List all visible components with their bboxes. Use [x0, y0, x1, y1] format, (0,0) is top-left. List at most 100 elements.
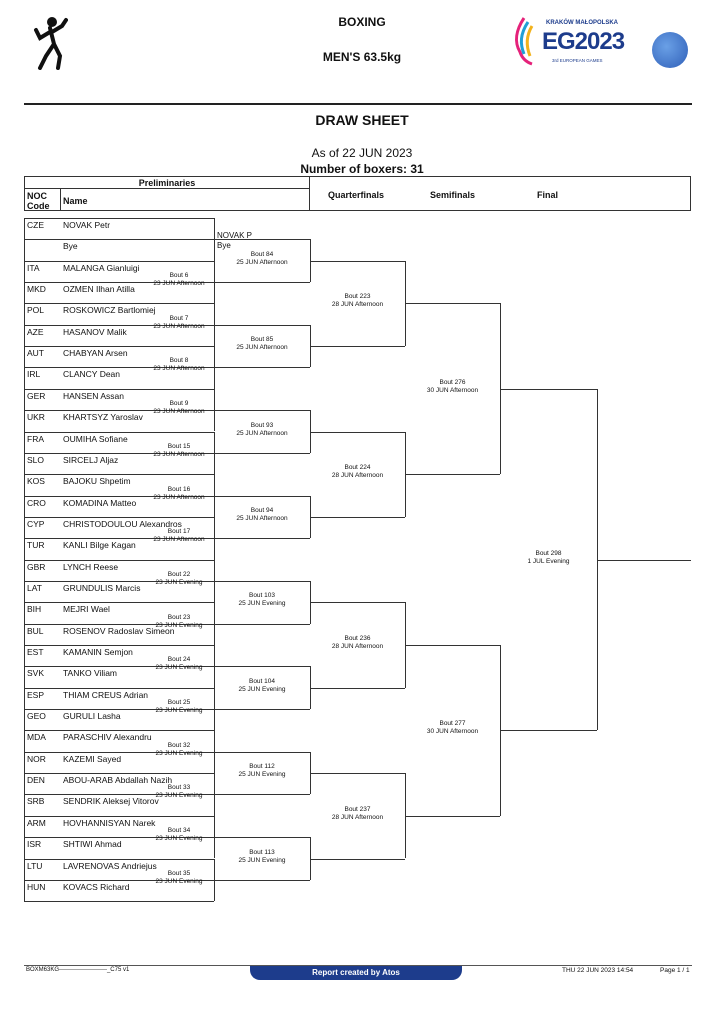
bout-number: Bout 298 — [535, 549, 562, 557]
boxer-name: CHRISTODOULOU Alexandros — [63, 518, 182, 529]
bout-number: Bout 17 — [167, 528, 191, 536]
qf-bracket-line — [405, 602, 406, 688]
european-games-logo: KRAKÓW MAŁOPOLSKA EG2023 3rd EUROPEAN GA… — [512, 14, 644, 70]
bracket-line — [500, 730, 597, 732]
bout-number: Bout 93 — [250, 421, 274, 429]
page-title: DRAW SHEET — [315, 112, 409, 128]
entry-separator — [24, 879, 214, 881]
boxing-pictogram-icon — [34, 17, 68, 70]
entry-separator — [24, 346, 214, 348]
noc-code: CRO — [27, 497, 46, 508]
bout-date: 23 JUN Evening — [155, 877, 203, 885]
entry-separator — [24, 815, 214, 817]
boxer-name: SHTIWI Ahmad — [63, 839, 122, 850]
noc-code: SRB — [27, 796, 45, 807]
noc-code: IRL — [27, 369, 41, 380]
bout-date: 23 JUN Afternoon — [153, 365, 205, 373]
noc-code: MKD — [27, 284, 46, 295]
bout-date: 23 JUN Evening — [155, 707, 203, 715]
bout-number: Bout 7 — [169, 314, 189, 322]
entry-separator — [24, 239, 214, 241]
entry-separator — [24, 559, 214, 561]
bracket-line — [405, 474, 500, 476]
bracket-line — [214, 666, 310, 668]
entry-separator — [24, 666, 214, 668]
noc-code: CZE — [27, 220, 44, 230]
bout-number: Bout 94 — [250, 506, 274, 514]
entry-separator — [24, 794, 214, 796]
bout-date: 28 JUN Afternoon — [331, 813, 384, 821]
sport-title: BOXING — [338, 15, 386, 29]
boxer-name: HOVHANNISYAN Narek — [63, 817, 156, 828]
boxer-name: ROSKOWICZ Bartlomiej — [63, 305, 156, 316]
bout-date: 30 JUN Afternoon — [426, 386, 479, 394]
bout-date: 25 JUN Evening — [238, 856, 286, 864]
noc-code: BIH — [27, 604, 42, 615]
bracket-line — [405, 815, 500, 817]
boxer-name: SIRCELJ Aljaz — [63, 454, 119, 465]
bout-date: 25 JUN Evening — [238, 600, 286, 608]
logo-sub-text: 3rd EUROPEAN GAMES — [552, 58, 603, 63]
noc-code: CYP — [27, 518, 45, 529]
noc-code: ARM — [27, 817, 46, 828]
boxer-name: TANKO Viliam — [63, 668, 118, 679]
bracket-line — [405, 303, 500, 305]
noc-code: KOS — [27, 476, 45, 487]
bout-date: 1 JUL Evening — [527, 557, 570, 565]
boxer-name: GURULI Lasha — [63, 711, 121, 722]
event-title: MEN'S 63.5kg — [322, 50, 402, 64]
noc-code: MDA — [27, 732, 46, 743]
noc-code: TUR — [27, 540, 45, 551]
noc-code: FRA — [27, 433, 44, 444]
bracket-line — [214, 623, 310, 625]
bracket-line — [214, 282, 310, 284]
footer-rule — [24, 965, 692, 966]
entry-separator — [24, 474, 214, 476]
table-header: Preliminaries NOC Code Name Quarterfinal… — [24, 176, 691, 211]
bout-date: 23 JUN Afternoon — [153, 280, 205, 288]
bout-number: Bout 276 — [439, 378, 466, 386]
entry-separator — [24, 495, 214, 497]
boxer-name: KAZEMI Sayed — [63, 753, 122, 764]
bracket-line — [214, 538, 310, 540]
bracket-line — [310, 858, 405, 860]
noc-code: LAT — [27, 582, 42, 593]
bracket-line — [214, 410, 310, 412]
bout-number: Bout 32 — [167, 741, 191, 749]
boxer-name: OZMEN Ilhan Atilla — [63, 284, 135, 295]
bout-number: Bout 103 — [248, 592, 276, 600]
noc-code: NOR — [27, 753, 46, 764]
entry-separator — [24, 452, 214, 454]
bout-number: Bout 113 — [249, 848, 275, 856]
bracket-line — [405, 645, 500, 646]
noc-code: SLO — [27, 454, 45, 465]
bout-date: 28 JUN Afternoon — [331, 643, 384, 650]
entry-separator — [24, 410, 214, 412]
entry-separator — [24, 730, 214, 732]
bout-number: Bout 34 — [167, 827, 191, 835]
bout-number: Bout 223 — [344, 293, 371, 301]
qf-bracket-line — [405, 260, 406, 347]
bracket-line — [214, 580, 310, 582]
bye-winner-name: NOVAK P — [217, 231, 252, 241]
bye-winner-result: Bye — [217, 241, 231, 251]
bracket-line — [214, 794, 310, 796]
prelim-bracket-line — [214, 260, 215, 304]
boxer-name: OUMIHA Sofiane — [63, 433, 128, 444]
prelim-bracket-line — [214, 474, 215, 517]
entry-separator — [24, 218, 214, 219]
boxer-name: Bye — [63, 241, 78, 252]
bout-number: Bout 9 — [169, 400, 189, 408]
bracket-line — [310, 687, 405, 689]
bout-date: 28 JUN Afternoon — [331, 301, 384, 309]
